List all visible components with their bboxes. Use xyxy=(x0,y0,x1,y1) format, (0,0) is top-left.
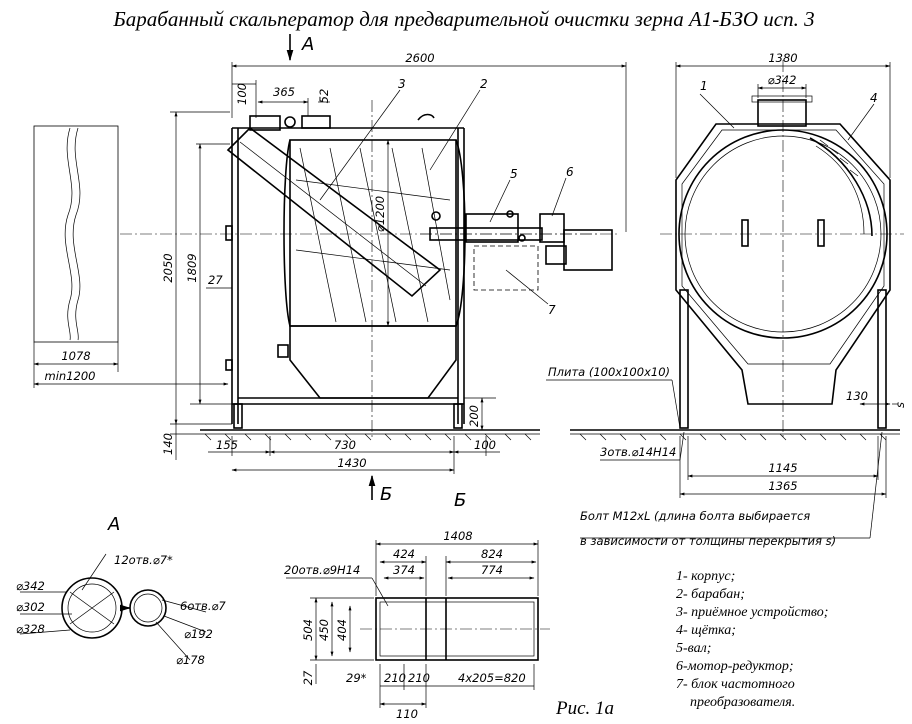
side-view xyxy=(546,60,904,539)
dim-b-27: 27 xyxy=(301,670,315,685)
legend-item: преобразователя. xyxy=(690,695,795,710)
detail-a-192: ⌀192 xyxy=(184,627,213,641)
dim-s: s xyxy=(893,402,907,408)
dim-1145: 1145 xyxy=(768,461,797,475)
drawing-title: Барабанный скальператор для предваритель… xyxy=(112,7,814,31)
dim-1430: 1430 xyxy=(337,456,366,470)
dim-b-holes: 20отв.⌀9Н14 xyxy=(284,563,360,577)
dim-130: 130 xyxy=(846,389,868,403)
section-a-label: А xyxy=(107,514,120,535)
dim-drum-dia: ⌀1200 xyxy=(373,196,387,232)
detail-a-6holes: 6отв.⌀7 xyxy=(180,599,226,613)
callout-7: 7 xyxy=(548,303,556,317)
front-view xyxy=(120,34,627,500)
dim-b-450: 450 xyxy=(317,619,331,641)
detail-a-302: ⌀302 xyxy=(16,600,45,614)
callout-2: 2 xyxy=(480,77,488,91)
legend-item: 7- блок частотного xyxy=(676,677,795,692)
dim-155: 155 xyxy=(216,438,238,452)
dim-200: 200 xyxy=(467,405,481,427)
dim-b-210b: 210 xyxy=(408,671,430,685)
dim-b-824: 824 xyxy=(481,547,503,561)
dim-b-424: 424 xyxy=(393,547,415,561)
callout-4: 4 xyxy=(870,91,878,105)
dim-2600: 2600 xyxy=(405,51,434,65)
detail-a xyxy=(19,553,207,661)
detail-a-342: ⌀342 xyxy=(16,579,45,593)
dim-b-374: 374 xyxy=(393,563,415,577)
detail-b xyxy=(286,540,550,708)
note-bolt-line2: в зависимости от толщины перекрытия s) xyxy=(580,534,836,548)
dim-b-110: 110 xyxy=(396,707,418,721)
dim-2050: 2050 xyxy=(161,253,175,282)
dim-b-774: 774 xyxy=(481,563,503,577)
view-b-arrow-label: Б xyxy=(380,484,392,505)
dim-1380: 1380 xyxy=(768,51,797,65)
section-b-label: Б xyxy=(454,490,466,511)
dim-b-29: 29* xyxy=(346,671,367,685)
callout-1: 1 xyxy=(700,79,708,93)
dim-outlet-342: ⌀342 xyxy=(768,73,797,87)
dim-52: 52 xyxy=(317,89,331,104)
note-holes: 3отв.⌀14Н14 xyxy=(600,445,676,459)
legend-item: 3- приёмное устройство; xyxy=(675,605,828,620)
note-bolt-line1: Болт М12хL (длина болта выбирается xyxy=(580,509,810,523)
note-plate: Плита (100х100х10) xyxy=(548,365,670,379)
detail-a-178: ⌀178 xyxy=(176,653,205,667)
legend: 1- корпус; 2- барабан; 3- приёмное устро… xyxy=(675,569,828,710)
dim-140: 140 xyxy=(161,433,175,455)
detail-a-328: ⌀328 xyxy=(16,622,45,636)
callout-3: 3 xyxy=(398,77,406,91)
view-a-arrow-label: А xyxy=(301,34,314,55)
detail-a-12holes: 12отв.⌀7* xyxy=(114,553,173,567)
dim-27-front: 27 xyxy=(208,273,223,287)
dim-100-top: 100 xyxy=(235,83,249,105)
legend-item: 5-вал; xyxy=(676,641,711,656)
callout-6: 6 xyxy=(566,165,574,179)
dim-b-404: 404 xyxy=(335,619,349,641)
dim-730: 730 xyxy=(334,438,356,452)
dim-b-504: 504 xyxy=(301,619,315,641)
callout-5: 5 xyxy=(510,167,518,181)
dim-1078: 1078 xyxy=(61,349,90,363)
legend-item: 1- корпус; xyxy=(676,569,735,584)
dim-1809: 1809 xyxy=(185,253,199,282)
legend-item: 6-мотор-редуктор; xyxy=(676,659,793,674)
dim-100-bottom: 100 xyxy=(474,438,496,452)
dim-1365: 1365 xyxy=(768,479,797,493)
legend-item: 2- барабан; xyxy=(676,587,745,602)
dim-min1200: min1200 xyxy=(45,369,96,383)
clearance-zone xyxy=(33,125,229,388)
legend-item: 4- щётка; xyxy=(676,623,736,638)
dim-b-1408: 1408 xyxy=(443,529,472,543)
dim-365: 365 xyxy=(273,85,295,99)
dim-b-4x205: 4х205=820 xyxy=(458,671,526,685)
dim-b-210a: 210 xyxy=(384,671,406,685)
figure-caption: Рис. 1а xyxy=(555,698,614,719)
